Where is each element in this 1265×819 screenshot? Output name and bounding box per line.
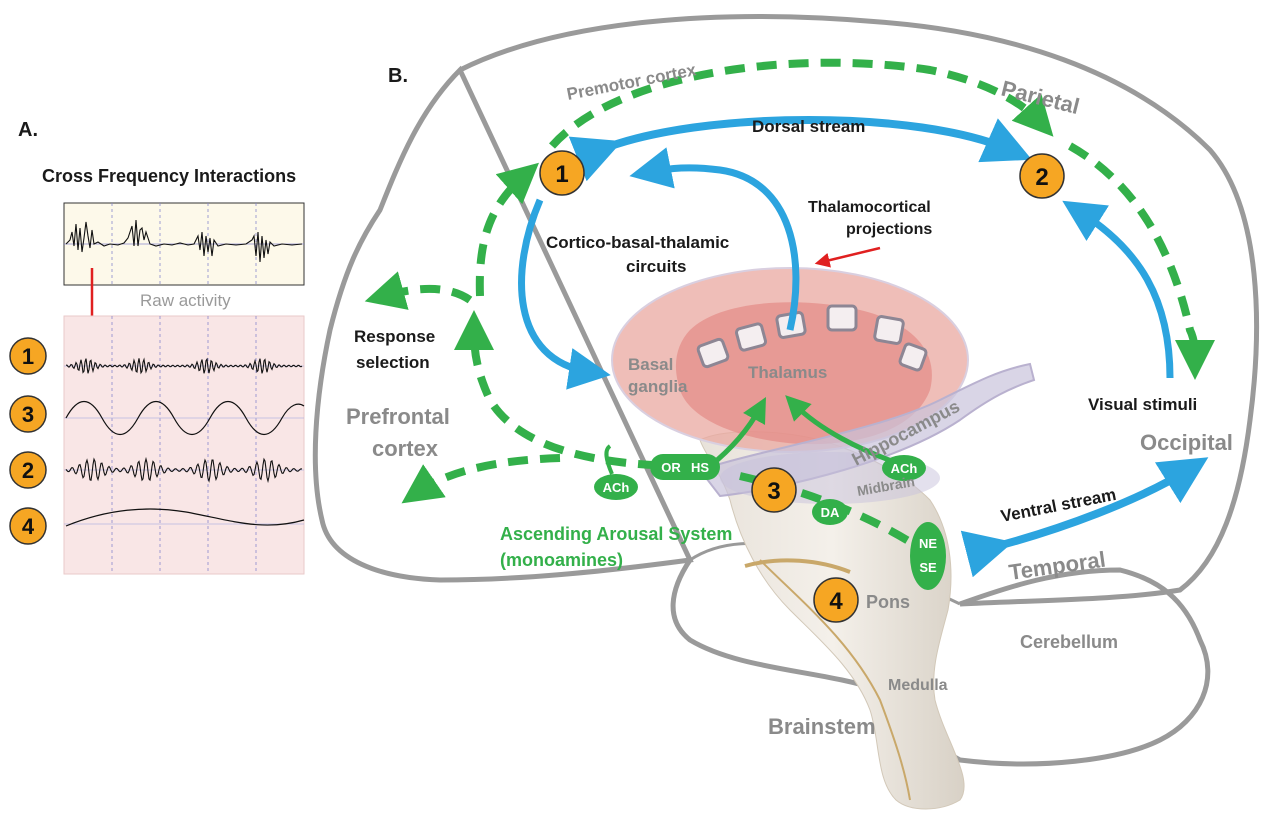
panel-b: B. bbox=[312, 14, 1260, 810]
badge-2: 2 bbox=[1019, 153, 1065, 199]
da-label: DA bbox=[821, 505, 840, 520]
band-badge-3: 3 bbox=[9, 395, 47, 433]
raw-activity-label: Raw activity bbox=[140, 291, 231, 310]
or-hs-pill: OR HS bbox=[650, 454, 720, 480]
ach-left-label: ACh bbox=[603, 480, 630, 495]
cerebellum-label: Cerebellum bbox=[1020, 632, 1118, 652]
premotor-label: Premotor cortex bbox=[565, 60, 698, 104]
ach-right-pill: ACh bbox=[882, 455, 926, 481]
ventral-stream-label: Ventral stream bbox=[999, 485, 1118, 526]
badge-1: 1 bbox=[539, 150, 585, 196]
da-pill: DA bbox=[812, 499, 848, 525]
panel-a-letter: A. bbox=[18, 119, 38, 141]
badge-3: 3 bbox=[751, 467, 797, 513]
band-badge-4: 4 bbox=[9, 507, 47, 545]
medulla-label: Medulla bbox=[888, 677, 948, 694]
dorsal-stream-label: Dorsal stream bbox=[752, 117, 865, 136]
ach-to-thalamus-arrow bbox=[785, 395, 901, 467]
brainstem-label: Brainstem bbox=[768, 714, 876, 739]
temporal-label: Temporal bbox=[1007, 547, 1107, 585]
svg-text:3: 3 bbox=[22, 402, 34, 427]
panel-b-letter: B. bbox=[388, 65, 408, 87]
brainstem-to-ne-path bbox=[739, 472, 923, 552]
basal-ganglia-label-line2: ganglia bbox=[628, 377, 688, 396]
band-trace-2 bbox=[65, 456, 303, 484]
prefrontal-lower-path bbox=[401, 454, 561, 504]
svg-text:3: 3 bbox=[767, 478, 780, 505]
ach-left-pill: ACh bbox=[594, 474, 638, 500]
cbt-label-line1: Cortico-basal-thalamic bbox=[546, 233, 729, 252]
response-selection-label-line2: selection bbox=[356, 353, 430, 372]
svg-text:2: 2 bbox=[22, 458, 34, 483]
or-label: OR bbox=[661, 460, 681, 475]
ne-label: NE bbox=[919, 536, 937, 551]
ach-left-stalk bbox=[604, 444, 614, 475]
prefrontal-label-line1: Prefrontal bbox=[346, 404, 450, 429]
frequency-bands-plot bbox=[63, 315, 305, 575]
thalamocortical-pointer bbox=[814, 246, 881, 268]
badge-4: 4 bbox=[813, 577, 859, 623]
prefrontal-to-premotor-path bbox=[475, 162, 539, 297]
arousal-label-line1: Ascending Arousal System bbox=[500, 524, 732, 544]
svg-text:2: 2 bbox=[1035, 164, 1048, 191]
response-selection-path bbox=[364, 271, 473, 310]
panel-a: A. Cross Frequency Interactions Raw acti… bbox=[9, 119, 305, 575]
band-trace-1 bbox=[66, 357, 303, 375]
raw-activity-plot bbox=[63, 202, 305, 286]
parietal-to-occipital-path bbox=[1068, 142, 1215, 380]
visual-stimuli-label: Visual stimuli bbox=[1088, 395, 1197, 414]
green-dashed-paths bbox=[364, 58, 1215, 552]
cbt-label-line2: circuits bbox=[626, 257, 686, 276]
se-label: SE bbox=[919, 560, 937, 575]
band-badge-2: 2 bbox=[9, 451, 47, 489]
band-trace-4 bbox=[65, 508, 305, 527]
arousal-main-path bbox=[454, 310, 691, 470]
ventral-stream-arrow bbox=[960, 457, 1209, 578]
dorsal-stream-arrow bbox=[568, 116, 1032, 182]
svg-text:4: 4 bbox=[829, 588, 843, 615]
raw-trace bbox=[65, 219, 303, 263]
basal-ganglia-label-line1: Basal bbox=[628, 355, 673, 374]
ach-right-label: ACh bbox=[891, 461, 918, 476]
ne-se-pill: NE SE bbox=[910, 522, 946, 590]
band-badge-1: 1 bbox=[9, 337, 47, 375]
nerve-fiber-2 bbox=[744, 558, 851, 574]
thalamocortical-arrow bbox=[629, 147, 800, 331]
ventricle-blocks bbox=[696, 304, 928, 372]
arousal-label-line2: (monoamines) bbox=[500, 550, 623, 570]
svg-text:1: 1 bbox=[555, 161, 568, 188]
occipital-label: Occipital bbox=[1140, 430, 1233, 455]
svg-text:1: 1 bbox=[22, 344, 34, 369]
thalamocortical-label-line1: Thalamocortical bbox=[808, 199, 931, 216]
response-selection-label-line1: Response bbox=[354, 327, 435, 346]
svg-text:4: 4 bbox=[22, 514, 35, 539]
parietal-label: Parietal bbox=[999, 76, 1082, 119]
panel-a-title: Cross Frequency Interactions bbox=[42, 166, 296, 186]
cortex-outline bbox=[312, 14, 1260, 607]
thalamocortical-label-line2: projections bbox=[846, 221, 932, 238]
visual-stimuli-arrow bbox=[1062, 200, 1174, 379]
hs-label: HS bbox=[691, 460, 709, 475]
thalamus-label: Thalamus bbox=[748, 363, 827, 382]
premotor-to-parietal-path bbox=[549, 58, 1054, 149]
band-trace-3 bbox=[65, 400, 305, 436]
nerve-fiber bbox=[759, 559, 911, 801]
cortico-basal-arrow bbox=[518, 198, 611, 390]
prefrontal-label-line2: cortex bbox=[372, 436, 439, 461]
pons-label: Pons bbox=[866, 592, 910, 612]
